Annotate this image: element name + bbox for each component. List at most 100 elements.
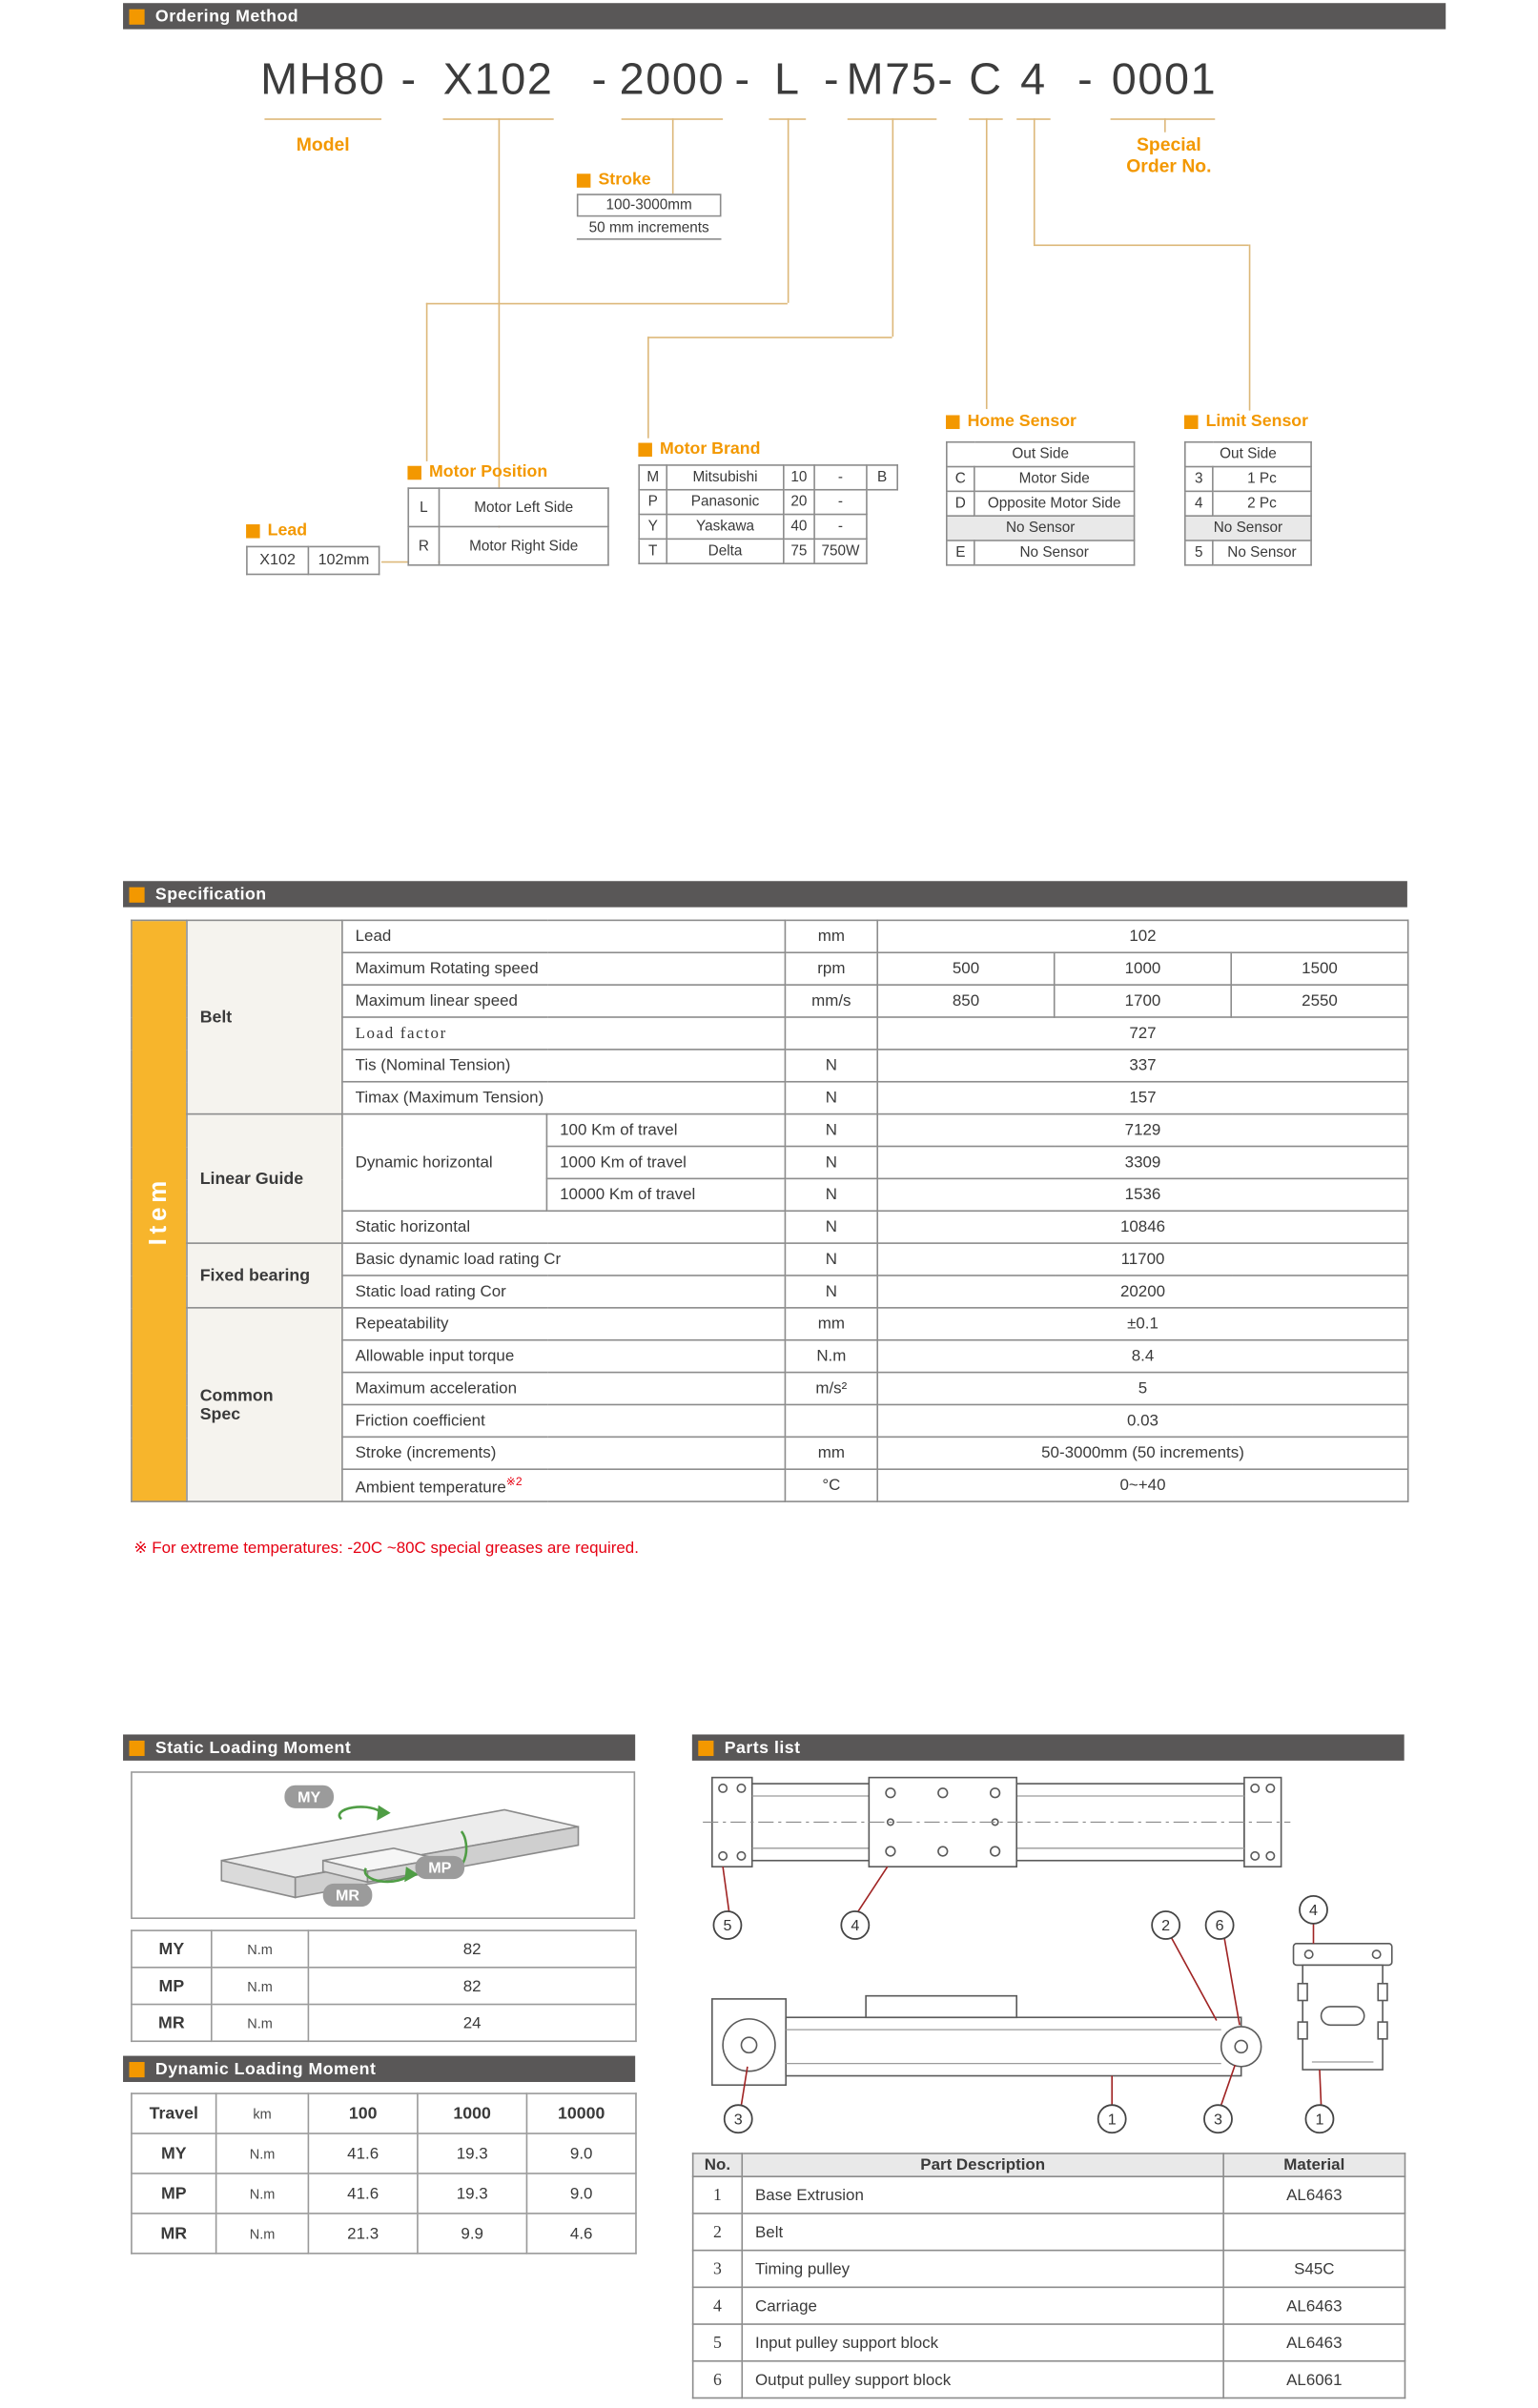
- spec-value: 500: [876, 951, 1056, 986]
- table-row: Allowable input torque N.m 8.4: [132, 1338, 1409, 1374]
- table-row: MR N.m 21.3 9.9 4.6: [131, 2213, 637, 2255]
- part-no: 6: [691, 2359, 744, 2399]
- home-sensor-label: Home Sensor: [945, 412, 1077, 431]
- group-common-line2: Spec: [199, 1404, 241, 1423]
- model-motor: M75: [846, 55, 938, 105]
- orange-square-icon: [246, 523, 260, 538]
- desc-cell: Opposite Motor Side: [974, 490, 1136, 517]
- spec-value: 3309: [876, 1145, 1409, 1180]
- table-row: 1 Base Extrusion AL6463: [691, 2175, 1406, 2214]
- spec-value: 7129: [876, 1112, 1409, 1148]
- spec-unit: °C: [784, 1468, 879, 1502]
- callout-number: 6: [1216, 1917, 1224, 1934]
- callout-circle: [1203, 2104, 1233, 2134]
- moment-diagram-drawing: MY MP MR: [220, 1785, 580, 1908]
- static-moment-table: MY N.m 82 MP N.m 82 MR N.m 24: [131, 1929, 637, 2043]
- table-row: Common Spec Repeatability mm ±0.1: [132, 1307, 1409, 1502]
- table-row: MR N.m 24: [131, 2003, 637, 2043]
- callout-circle: [712, 1910, 743, 1940]
- part-no: 4: [691, 2286, 744, 2325]
- table-row: X102 102mm: [246, 545, 380, 576]
- spec-value: 1500: [1230, 951, 1409, 986]
- connector-line: [671, 118, 674, 194]
- travel-header: Travel: [131, 2092, 217, 2134]
- table-row: Maximum linear speed mm/s 850 1700 2550: [132, 984, 1409, 1018]
- parts-header-material: Material: [1222, 2153, 1406, 2178]
- svg-text:MY: MY: [297, 1788, 320, 1806]
- spec-property: Tis (Nominal Tension): [341, 1049, 787, 1083]
- spec-property: Ambient temperature※2: [341, 1468, 787, 1502]
- model-dash: -: [824, 55, 841, 105]
- table-row: T Delta 75 750W: [638, 538, 897, 564]
- static-moment-title: Static Loading Moment: [154, 1738, 352, 1757]
- parts-list-title: Parts list: [724, 1738, 801, 1757]
- connector-line: [1248, 244, 1251, 411]
- spec-value: 102: [876, 919, 1409, 954]
- motor-position-table: L Motor Left Side R Motor Right Side: [407, 487, 609, 566]
- stroke-increment-box: 50 mm increments: [576, 216, 722, 240]
- empty-cell: [867, 539, 897, 563]
- parts-table: No. Part Description Material 1 Base Ext…: [691, 2153, 1406, 2399]
- connector-line: [1033, 118, 1036, 245]
- power-cell: 75: [783, 538, 815, 564]
- group-fixed-bearing: Fixed bearing: [186, 1242, 343, 1309]
- spec-property: Stroke (increments): [341, 1436, 787, 1471]
- special-order-label-line2: Order No.: [1126, 154, 1212, 177]
- spec-unit: N: [784, 1177, 879, 1213]
- spec-unit: N: [784, 1242, 879, 1276]
- stroke-range-box: 100-3000mm: [576, 194, 722, 217]
- watt-cell: -: [813, 464, 868, 491]
- callout-circle: [1204, 1910, 1235, 1940]
- callout-number: 5: [723, 1917, 731, 1934]
- spec-property: Maximum Rotating speed: [341, 951, 787, 986]
- outside-header-cell: Out Side: [945, 440, 1136, 468]
- dynamic-moment-table: Travel km 100 1000 10000 MY N.m 41.6 19.…: [131, 2092, 637, 2255]
- special-order-label-line1: Special: [1136, 133, 1201, 155]
- part-material: AL6463: [1222, 2175, 1406, 2214]
- spec-value: 1000: [1053, 951, 1233, 986]
- connector-line: [264, 118, 382, 120]
- table-row: No Sensor: [1184, 515, 1312, 541]
- svg-text:MP: MP: [428, 1860, 451, 1877]
- dynamic-moment-header-bar: Dynamic Loading Moment: [123, 2055, 636, 2083]
- callout-circle: [1151, 1910, 1181, 1940]
- connector-line: [787, 118, 790, 303]
- callout-number: 1: [1108, 2111, 1117, 2128]
- part-material: AL6463: [1222, 2286, 1406, 2325]
- no-sensor-cell: No Sensor: [945, 515, 1136, 541]
- empty-cell: [867, 490, 897, 515]
- svg-text:MR: MR: [336, 1888, 359, 1905]
- group-belt: Belt: [186, 919, 343, 1115]
- model-dash: -: [400, 55, 418, 105]
- spec-value: 0.03: [876, 1403, 1409, 1439]
- table-row: Travel km 100 1000 10000: [131, 2092, 637, 2134]
- spec-unit: rpm: [784, 951, 879, 986]
- part-description: Timing pulley: [741, 2249, 1224, 2289]
- moment-value: 19.3: [417, 2173, 528, 2214]
- moment-label: MY: [131, 1929, 213, 1969]
- parts-list-header-bar: Parts list: [691, 1734, 1405, 1761]
- desc-cell: No Sensor: [974, 540, 1136, 566]
- callout-circle: [1299, 1894, 1328, 1925]
- table-row: Out Side: [1184, 440, 1312, 468]
- moment-unit: N.m: [210, 1967, 310, 2006]
- moment-value: 19.3: [417, 2133, 528, 2174]
- mr-badge: MR: [322, 1883, 373, 1908]
- spec-value: ±0.1: [876, 1307, 1409, 1341]
- lead-code-cell: X102: [246, 545, 310, 576]
- spec-subproperty: 10000 Km of travel: [545, 1177, 787, 1213]
- code-cell: Y: [638, 513, 668, 541]
- part-no: 5: [691, 2323, 744, 2362]
- spec-unit: mm: [784, 919, 879, 954]
- spec-property: Static horizontal: [341, 1210, 787, 1244]
- dynamic-moment-title: Dynamic Loading Moment: [154, 2059, 377, 2078]
- spec-value: 10846: [876, 1210, 1409, 1244]
- model-home-sensor: C: [969, 55, 1003, 105]
- code-cell: R: [407, 525, 441, 566]
- table-row: Linear Guide Dynamic horizontal 100 Km o…: [132, 1112, 1409, 1244]
- table-row: Timax (Maximum Tension) N 157: [132, 1080, 1409, 1115]
- parts-technical-drawing: 5 4 2 6 4 3 1 3 1: [703, 1776, 1393, 2134]
- spec-property: Repeatability: [341, 1307, 787, 1341]
- connector-line: [1110, 118, 1216, 120]
- travel-col: 1000: [417, 2092, 528, 2134]
